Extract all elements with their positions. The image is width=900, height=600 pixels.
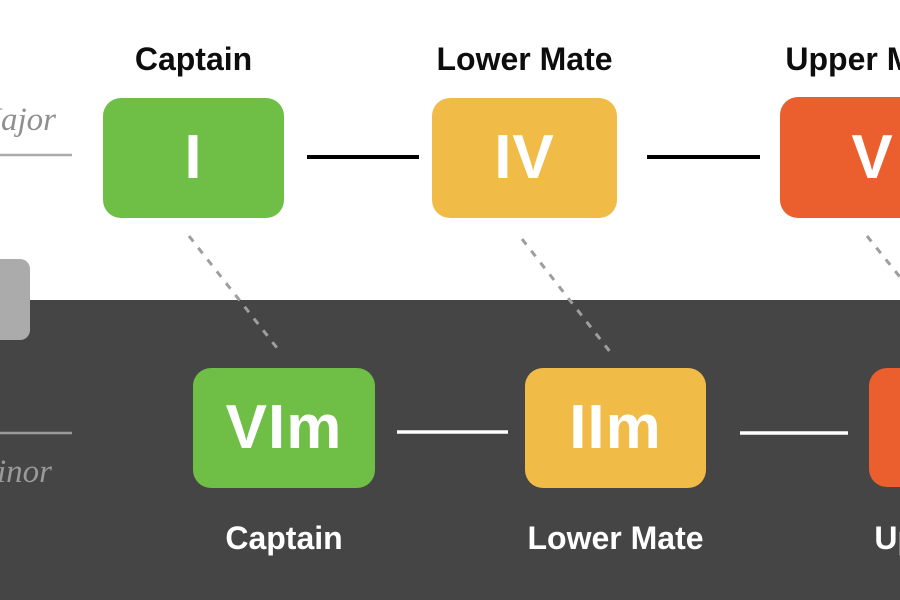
minor-section <box>0 300 900 600</box>
gray-tab <box>0 259 30 340</box>
chord-numeral-I: I <box>184 123 203 192</box>
chord-box-IIm: IIm <box>525 368 706 488</box>
chord-numeral-IV: IV <box>494 123 555 192</box>
minor-upper-mate-label: Upper Mate <box>874 520 900 556</box>
chord-box-VIm: VIm <box>193 368 375 488</box>
chord-numeral-VIm: VIm <box>225 393 343 462</box>
minor-captain-label: Captain <box>225 520 343 556</box>
chord-numeral-V: V <box>851 122 894 192</box>
major-lower-mate-label: Lower Mate <box>436 41 613 77</box>
minor-lower-mate-label: Lower Mate <box>527 520 704 556</box>
major-side-label: Major <box>0 102 56 138</box>
chord-box-V: V <box>780 97 900 218</box>
chord-box-IV: IV <box>432 98 617 218</box>
chord-numeral-IIm: IIm <box>569 393 662 462</box>
minor-side-label: minor <box>0 454 52 490</box>
major-captain-label: Captain <box>134 41 253 77</box>
chord-box-I: I <box>103 98 284 218</box>
major-upper-mate-label: Upper Mate <box>785 41 900 77</box>
chord-box-upper-mate-minor <box>869 368 900 487</box>
